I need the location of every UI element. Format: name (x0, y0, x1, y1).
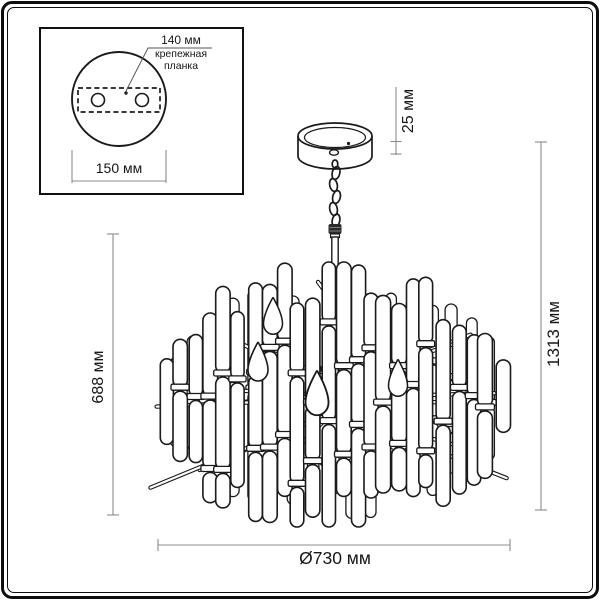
canopy-drawing (297, 122, 373, 170)
chandelier-body (148, 236, 512, 528)
canopy-height-label: 25 мм (400, 88, 417, 134)
leader-line (125, 47, 212, 92)
canopy-diameter-label: 150 мм (95, 160, 143, 176)
plate-width-dimension-label: 140 мм (161, 33, 201, 47)
total-height-label: 1313 мм (544, 301, 563, 367)
body-height-label: 688 мм (90, 350, 107, 404)
mounting-plate-dashed-rect (77, 87, 161, 113)
mount-hole-right (134, 92, 150, 108)
hanging-chain (328, 159, 342, 228)
stem-connector (328, 224, 342, 239)
inset-detail-box (39, 27, 244, 195)
inset-diameter-dimension (71, 150, 167, 183)
mounting-plate-label: крепежная планка (154, 48, 208, 72)
mount-hole-left (90, 92, 106, 108)
dimension-lines (107, 87, 547, 551)
canopy-top-view-circle (71, 51, 167, 147)
diameter-label: Ø730 мм (299, 547, 371, 568)
